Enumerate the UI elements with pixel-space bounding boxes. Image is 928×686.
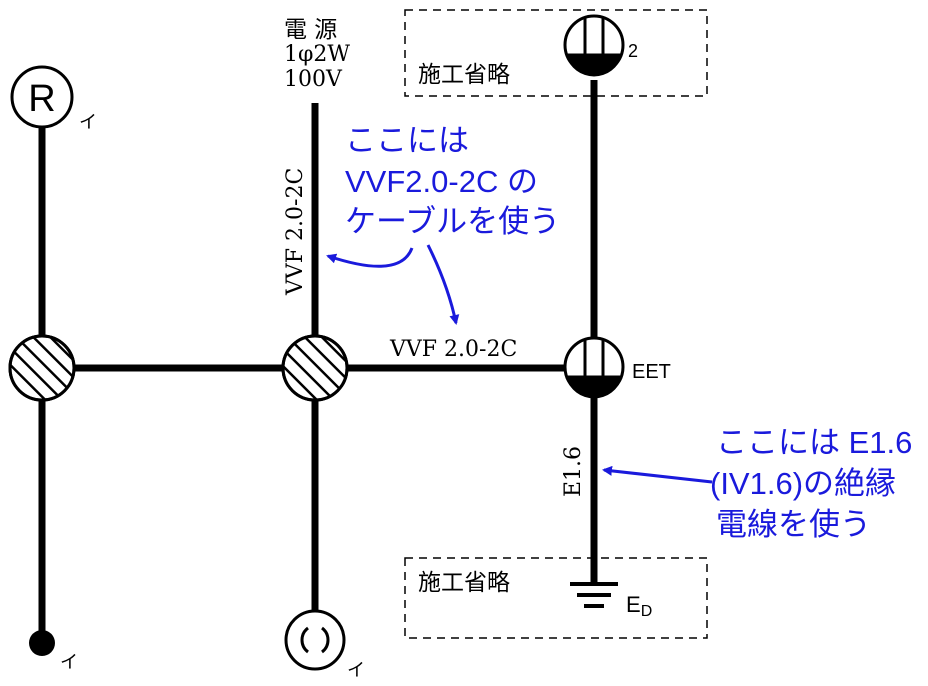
receptacle-r: R イ bbox=[10, 65, 97, 133]
outlet-top: 2 bbox=[563, 14, 638, 77]
cable-label-vertical: VVF 2.0-2C bbox=[283, 168, 308, 296]
annotation-vvf-line2: VVF2.0-2C の bbox=[345, 164, 538, 199]
omitted-work-top: 施工省略 bbox=[404, 9, 708, 97]
annotation-e16-line1: ここには E1.6 bbox=[716, 425, 912, 460]
ground-symbol bbox=[570, 582, 618, 608]
annotation-vvf-line1: ここには bbox=[345, 123, 469, 158]
pendant-light: イ bbox=[29, 630, 78, 673]
annotation-vvf: ここには VVF2.0-2C の ケーブルを使う bbox=[345, 123, 560, 239]
power-source-title: 電 源 bbox=[284, 17, 337, 43]
junction-box-left bbox=[8, 334, 76, 402]
annotation-vvf-arrows bbox=[326, 244, 460, 325]
ground-label: ED bbox=[626, 592, 652, 620]
ceiling-light-switch-letter: イ bbox=[347, 660, 365, 681]
omitted-work-bottom-label: 施工省略 bbox=[418, 570, 510, 596]
outlet-top-count: 2 bbox=[628, 41, 638, 61]
outlet-eet-label: EET bbox=[632, 361, 671, 383]
power-source-voltage: 100V bbox=[284, 67, 343, 92]
outlet-eet: EET bbox=[563, 336, 671, 399]
annotation-vvf-arrow-left bbox=[326, 247, 414, 268]
pendant-switch-letter: イ bbox=[60, 652, 78, 673]
cable-label-ground: E1.6 bbox=[561, 446, 586, 497]
annotation-e16-line3: 電線を使う bbox=[716, 507, 871, 542]
junction-box-center bbox=[281, 334, 349, 402]
ground-label-main: E bbox=[626, 592, 641, 617]
cable-label-horizontal: VVF 2.0-2C bbox=[389, 337, 517, 362]
omitted-work-top-label: 施工省略 bbox=[418, 62, 510, 88]
power-source-phase: 1φ2W bbox=[284, 42, 350, 67]
annotation-vvf-arrow-right bbox=[426, 244, 460, 325]
annotation-e16-line2: (IV1.6)の絶縁 bbox=[710, 466, 896, 501]
receptacle-r-switch-letter: イ bbox=[79, 112, 97, 133]
ceiling-light: イ bbox=[284, 609, 365, 681]
receptacle-r-symbol: R bbox=[28, 78, 55, 120]
ground-label-sub: D bbox=[641, 603, 653, 620]
omitted-work-bottom: 施工省略 bbox=[404, 557, 708, 639]
annotation-e16: ここには E1.6 (IV1.6)の絶縁 電線を使う bbox=[710, 425, 912, 542]
annotation-e16-arrow bbox=[602, 465, 713, 484]
annotation-vvf-line3: ケーブルを使う bbox=[345, 204, 560, 239]
power-source: 電 源 1φ2W 100V bbox=[284, 17, 350, 92]
